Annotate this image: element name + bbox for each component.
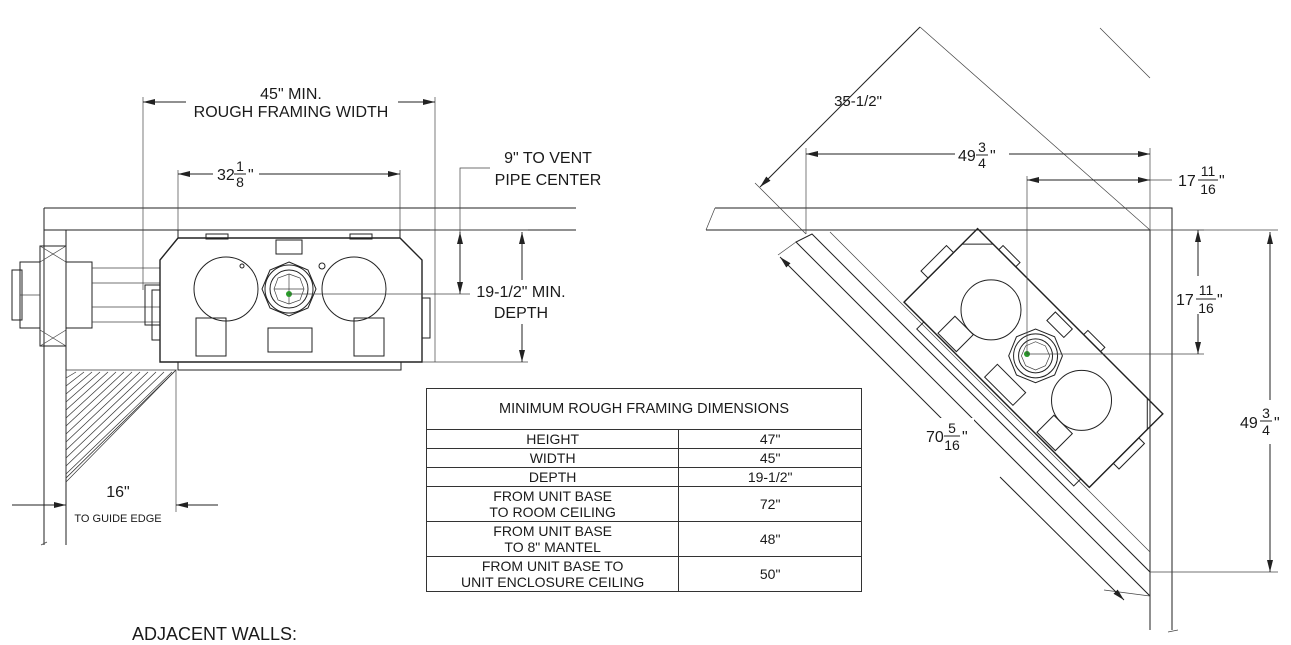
vent-pipe bbox=[11, 245, 160, 347]
framing-dimensions-table: MINIMUM ROUGH FRAMING DIMENSIONS HEIGHT … bbox=[425, 388, 862, 592]
dim-width-sublabel: ROUGH FRAMING WIDTH bbox=[194, 104, 389, 121]
dim-right-num: 3 bbox=[1262, 405, 1270, 421]
row-label: HEIGHT bbox=[425, 429, 680, 449]
dim-vent-h-whole: 17 bbox=[1178, 173, 1196, 190]
fireplace-unit-top bbox=[144, 230, 431, 371]
hatch-line bbox=[65, 371, 101, 403]
hatch-line bbox=[65, 371, 149, 451]
dim-vent-v-suffix: " bbox=[1217, 292, 1223, 309]
dim-long-diagonal: 70 5 16 " bbox=[777, 241, 1151, 601]
left-plan-view: 45" MIN. ROUGH FRAMING WIDTH 32 1 8 " 9"… bbox=[11, 86, 602, 546]
duct-outlet-right bbox=[321, 256, 387, 322]
dim-top-whole: 49 bbox=[958, 148, 976, 165]
dim-diag-label: 35-1/2" bbox=[834, 93, 882, 110]
dim-vent-h-den: 16 bbox=[1200, 181, 1216, 197]
vent-collar bbox=[261, 261, 317, 317]
dim-right-den: 4 bbox=[1262, 422, 1270, 438]
hatch-line bbox=[65, 371, 109, 411]
hatch-line bbox=[65, 371, 175, 483]
dim-right-suffix: " bbox=[1274, 415, 1280, 432]
dim-vent-h-suffix: " bbox=[1219, 173, 1225, 190]
hatch-line bbox=[65, 371, 93, 395]
dim-unit-width-num: 1 bbox=[236, 158, 244, 174]
dim-vent-offset: 9" TO VENT PIPE CENTER bbox=[289, 150, 602, 295]
right-corner-view: 35-1/2" 49 3 4 " 17 11 16 " bbox=[705, 26, 1291, 633]
dim-vent-v-whole: 17 bbox=[1176, 292, 1194, 309]
dim-top-num: 3 bbox=[978, 139, 986, 155]
row-value: 47" bbox=[678, 429, 862, 449]
dim-depth: 19-1/2" MIN. DEPTH bbox=[422, 229, 574, 363]
dim-top-width: 49 3 4 " bbox=[805, 138, 1151, 234]
dim-guide-label: 16" bbox=[106, 484, 129, 501]
table-title: MINIMUM ROUGH FRAMING DIMENSIONS bbox=[426, 388, 862, 430]
dim-unit-width: 32 1 8 " bbox=[177, 158, 401, 230]
dim-vent-h-num: 11 bbox=[1201, 163, 1216, 179]
hatch-line bbox=[65, 371, 133, 435]
row-value: 50" bbox=[678, 556, 862, 592]
table-row: DEPTH 19-1/2" bbox=[425, 467, 862, 487]
dim-unit-width-den: 8 bbox=[236, 174, 244, 190]
dim-vent-horizontal: 17 11 16 " bbox=[1026, 163, 1225, 354]
dim-guide-sublabel: TO GUIDE EDGE bbox=[74, 513, 161, 525]
dim-right-height: 49 3 4 " bbox=[1150, 229, 1291, 573]
hatch-line bbox=[65, 371, 173, 475]
hatch-line bbox=[65, 371, 85, 387]
row-value: 72" bbox=[678, 486, 862, 522]
hatch-line bbox=[65, 371, 141, 443]
row-value: 45" bbox=[678, 448, 862, 468]
table-row: WIDTH 45" bbox=[425, 448, 862, 468]
guide-hatch bbox=[65, 369, 177, 483]
dim-unit-width-whole: 32 bbox=[217, 167, 235, 184]
dim-vent-v-num: 11 bbox=[1199, 282, 1214, 298]
table-row: HEIGHT 47" bbox=[425, 429, 862, 449]
dim-depth-sublabel: DEPTH bbox=[494, 305, 548, 322]
hatch-line bbox=[65, 371, 117, 419]
dim-width-label: 45" MIN. bbox=[260, 86, 322, 103]
dim-right-whole: 49 bbox=[1240, 415, 1258, 432]
dim-top-suffix: " bbox=[990, 148, 996, 165]
hatch-line bbox=[65, 371, 165, 467]
dim-depth-label: 19-1/2" MIN. bbox=[476, 284, 565, 301]
hatch-line bbox=[65, 371, 77, 379]
duct-outlet-left bbox=[193, 256, 259, 322]
row-value: 19-1/2" bbox=[678, 467, 862, 487]
dim-vent-sublabel: PIPE CENTER bbox=[495, 172, 602, 189]
row-value: 48" bbox=[678, 521, 862, 557]
angled-unit bbox=[903, 227, 1164, 489]
dim-guide-edge: 16" TO GUIDE EDGE bbox=[12, 370, 218, 525]
adjacent-walls-caption: ADJACENT WALLS: bbox=[132, 624, 298, 644]
dim-long-den: 16 bbox=[944, 437, 960, 453]
dim-long-num: 5 bbox=[948, 420, 956, 436]
dim-diagonal: 35-1/2" bbox=[754, 26, 1151, 235]
dim-long-whole: 70 bbox=[926, 429, 944, 446]
dim-unit-width-suffix: " bbox=[248, 167, 254, 184]
hatch-line bbox=[65, 371, 125, 427]
row-label: WIDTH bbox=[425, 448, 680, 468]
dim-rough-width: 45" MIN. ROUGH FRAMING WIDTH bbox=[142, 86, 436, 362]
dim-vent-v-den: 16 bbox=[1198, 300, 1214, 316]
row-label: DEPTH bbox=[425, 467, 680, 487]
dim-long-suffix: " bbox=[962, 429, 968, 446]
hatch-line bbox=[65, 371, 157, 459]
dim-vent-vertical: 17 11 16 " bbox=[1027, 229, 1228, 355]
dim-vent-label: 9" TO VENT bbox=[504, 150, 592, 167]
dim-top-den: 4 bbox=[978, 155, 986, 171]
